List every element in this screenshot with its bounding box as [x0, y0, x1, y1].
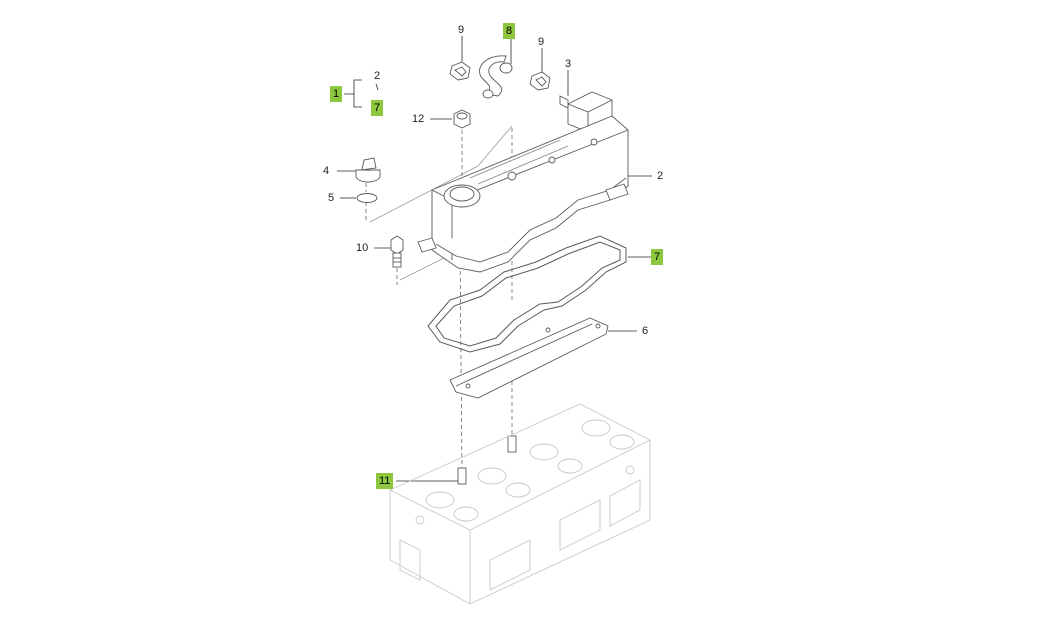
breather-hose	[479, 55, 513, 99]
callout-4: 4	[323, 165, 330, 177]
o-ring	[356, 193, 378, 203]
callout-9-left: 9	[458, 24, 465, 36]
cover-gasket	[427, 235, 627, 353]
nut-12	[453, 109, 471, 129]
cover-bolt	[390, 235, 404, 268]
hose-clamp-right	[529, 71, 551, 91]
oil-filler-cap	[355, 157, 381, 183]
callout-7-range-end-highlighted[interactable]: 7	[371, 100, 384, 116]
callout-8-highlighted[interactable]: 8	[503, 23, 516, 39]
callout-12: 12	[412, 113, 425, 125]
callout-10: 10	[356, 242, 369, 254]
callout-2: 2	[657, 170, 664, 182]
callout-1-highlighted[interactable]: 1	[330, 86, 343, 102]
callout-2-range-start: 2	[374, 70, 381, 82]
callout-5: 5	[328, 192, 335, 204]
hose-clamp-left	[449, 61, 471, 81]
leader-lines	[337, 36, 652, 482]
callout-7-highlighted[interactable]: 7	[651, 249, 664, 265]
callout-6: 6	[642, 325, 649, 337]
callout-9-right: 9	[538, 36, 545, 48]
cylinder-head	[389, 403, 651, 605]
callout-3: 3	[565, 58, 572, 70]
callout-11-highlighted[interactable]: 11	[376, 473, 394, 489]
stud-bolts	[457, 435, 517, 485]
baffle-plate	[449, 317, 609, 399]
valve-cover	[417, 115, 629, 273]
